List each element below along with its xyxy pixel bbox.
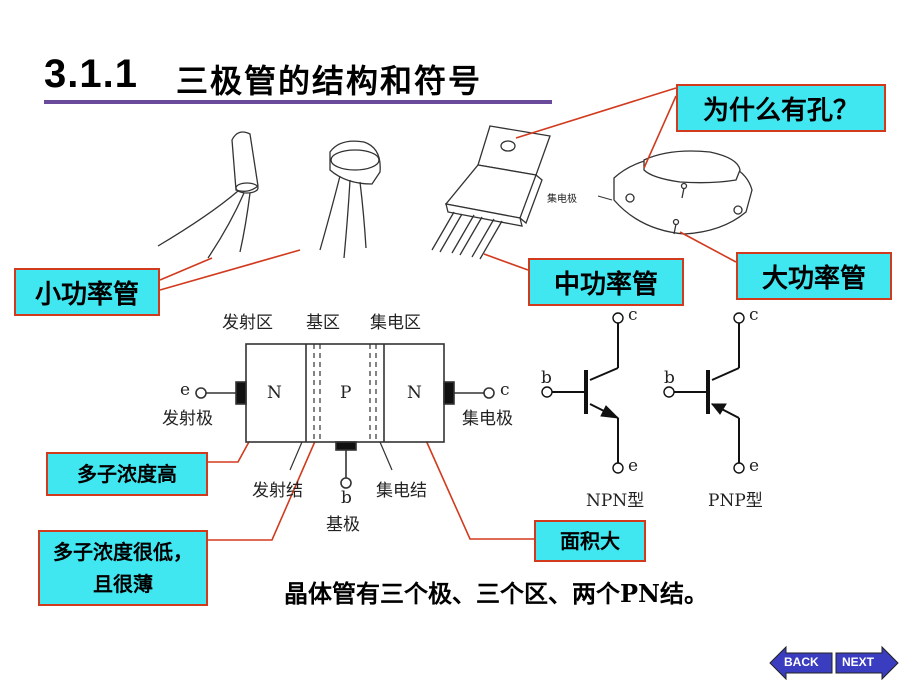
callout-large-power: 大功率管	[736, 252, 892, 300]
summary-text: 晶体管有三个极、三个区、两个PN结。	[284, 579, 708, 608]
next-button[interactable]: NEXT	[836, 647, 898, 679]
collector-region-label: 集电区	[370, 313, 421, 333]
npn-symbol	[541, 312, 624, 474]
npn-e-label: e	[628, 456, 639, 476]
large-transistor-illustration	[597, 150, 753, 235]
emitter-region-label: 发射区	[222, 313, 273, 333]
p-mid-label: P	[340, 383, 352, 403]
callout-collector-area: 面积大	[534, 520, 646, 562]
b-terminal-label: b	[341, 488, 352, 508]
small-transistor-2-illustration	[319, 140, 381, 259]
base-region-label: 基区	[306, 313, 340, 333]
next-button-label: NEXT	[842, 655, 875, 669]
pnp-c-label: c	[749, 305, 759, 325]
pnp-e-label: e	[749, 456, 760, 476]
callout-small-power: 小功率管	[14, 268, 160, 316]
npn-type-label: NPN型	[586, 491, 645, 511]
pnp-b-label: b	[664, 368, 675, 388]
collector-electrode-label: 集电极	[462, 409, 513, 429]
pnp-symbol	[663, 312, 745, 474]
emitter-electrode-label: 发射极	[162, 409, 213, 429]
back-button[interactable]: BACK	[770, 647, 832, 679]
collector-junction-label: 集电结	[376, 481, 427, 501]
base-electrode-label: 基极	[326, 515, 360, 535]
npn-c-label: c	[628, 305, 638, 325]
leader-lines	[159, 87, 737, 541]
pnp-type-label: PNP型	[708, 491, 763, 511]
callout-emitter-doping: 多子浓度高	[46, 452, 208, 496]
next-arrow-shape	[835, 645, 899, 681]
medium-transistor-illustration	[431, 125, 551, 260]
emitter-junction-label: 发射结	[252, 481, 303, 501]
callout-base-doping: 多子浓度很低，且很薄	[38, 530, 208, 606]
back-arrow-shape	[769, 645, 833, 681]
callout-medium-power: 中功率管	[528, 258, 684, 306]
npn-b-label: b	[541, 368, 552, 388]
n-right-label: N	[407, 383, 422, 403]
small-transistor-1-illustration	[157, 131, 259, 259]
photo-collector-label: 集电极	[547, 194, 577, 205]
n-left-label: N	[267, 383, 282, 403]
e-terminal-label: e	[180, 380, 191, 400]
structure-block	[195, 343, 495, 489]
page-title: 三极管的结构和符号	[176, 62, 483, 100]
section-number: 3.1.1	[44, 52, 138, 96]
back-button-label: BACK	[784, 655, 819, 669]
c-terminal-label: c	[500, 380, 510, 400]
title-underline	[44, 100, 552, 104]
callout-why-hole: 为什么有孔？	[676, 84, 886, 132]
